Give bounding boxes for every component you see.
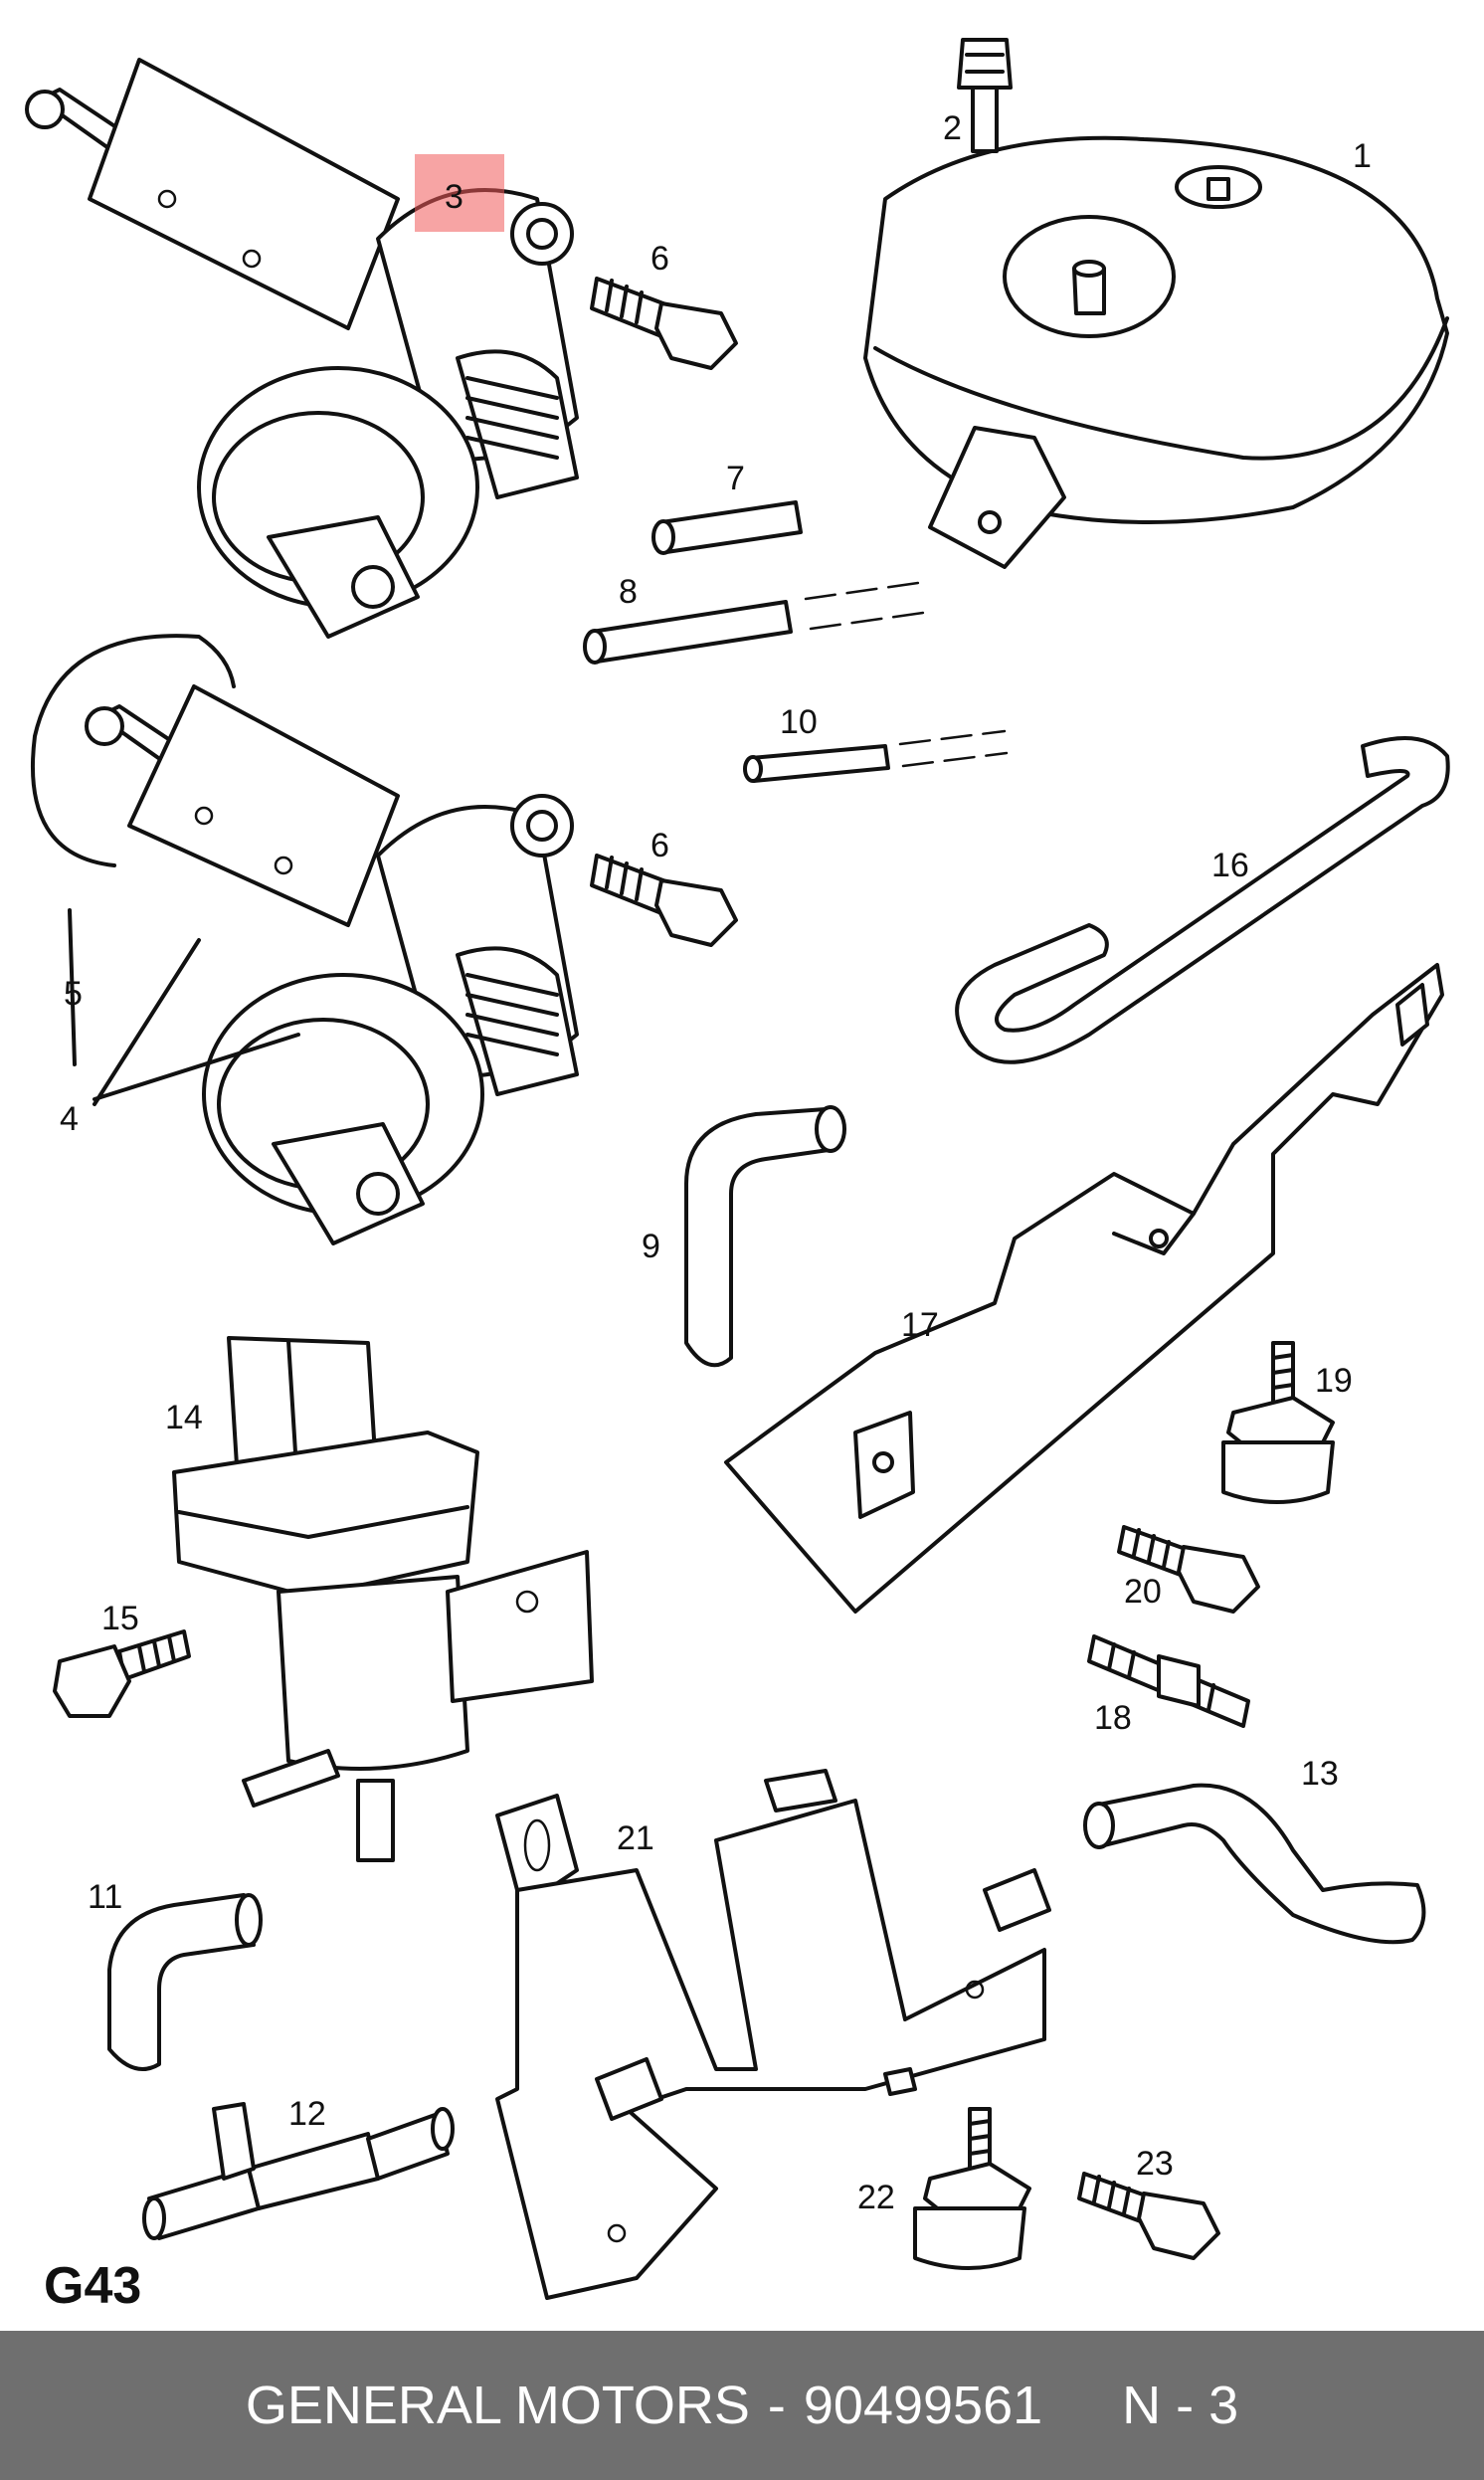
part-11-hose bbox=[107, 1893, 263, 2071]
callout-22: 22 bbox=[857, 2179, 895, 2216]
page-code: G43 bbox=[44, 2257, 142, 2315]
part-8-hose bbox=[583, 580, 932, 665]
part-3-valve bbox=[25, 58, 579, 639]
parts-diagram bbox=[25, 38, 1450, 2300]
footer-reference: N - 3 bbox=[1122, 2376, 1239, 2435]
footer-separator: - bbox=[767, 2376, 786, 2435]
footer-brand: GENERAL MOTORS bbox=[245, 2376, 750, 2435]
part-22-mount bbox=[913, 2107, 1031, 2270]
part-6-bolt-middle bbox=[590, 854, 738, 947]
part-17-bracket bbox=[724, 963, 1444, 1614]
callout-13: 13 bbox=[1301, 1755, 1339, 1793]
part-1-reservoir bbox=[863, 135, 1449, 569]
callout-6-top: 6 bbox=[650, 240, 669, 278]
callout-1: 1 bbox=[1353, 137, 1372, 175]
part-15-bolt bbox=[53, 1629, 191, 1718]
part-14-solenoid bbox=[172, 1336, 594, 1862]
callout-5: 5 bbox=[64, 975, 83, 1013]
callout-12: 12 bbox=[288, 2095, 326, 2133]
part-4-valve bbox=[85, 684, 579, 1245]
callout-11: 11 bbox=[88, 1878, 123, 1916]
part-18-stud bbox=[1087, 1634, 1250, 1728]
highlighted-part-marker bbox=[415, 154, 504, 232]
callout-23: 23 bbox=[1136, 2145, 1174, 2183]
callout-7: 7 bbox=[726, 460, 745, 497]
part-13-hose bbox=[1083, 1783, 1426, 1945]
part-2-bolt bbox=[957, 38, 1013, 153]
part-7-hose bbox=[651, 500, 803, 555]
callout-4-upper: 4 bbox=[60, 1100, 79, 1138]
part-10-hose bbox=[743, 729, 1009, 783]
callout-6-middle: 6 bbox=[650, 827, 669, 864]
callout-15: 15 bbox=[101, 1600, 139, 1637]
callout-17: 17 bbox=[901, 1306, 939, 1344]
callout-16: 16 bbox=[1211, 847, 1249, 884]
part-12-connector bbox=[142, 2102, 455, 2240]
callout-3: 3 bbox=[445, 178, 464, 216]
part-23-bolt bbox=[1077, 2172, 1220, 2260]
part-16-pipe bbox=[955, 736, 1450, 1064]
callout-8: 8 bbox=[619, 573, 638, 611]
part-21-bracket bbox=[495, 1769, 1051, 2300]
diagram-area: 3 1 2 4 5 6 6 7 8 9 10 11 12 13 14 15 16… bbox=[25, 38, 1450, 2315]
callout-18: 18 bbox=[1094, 1699, 1132, 1737]
part-5-seal-ring bbox=[30, 634, 236, 1066]
callout-9: 9 bbox=[642, 1228, 660, 1265]
part-20-bolt bbox=[1117, 1525, 1260, 1614]
part-9-hose bbox=[684, 1105, 846, 1368]
callout-2: 2 bbox=[943, 109, 962, 147]
callout-21: 21 bbox=[617, 1819, 654, 1857]
part-19-mount bbox=[1221, 1341, 1335, 1504]
footer-bar: GENERAL MOTORS-90499561 N - 3 bbox=[0, 2331, 1484, 2480]
callout-10: 10 bbox=[780, 703, 818, 741]
footer-part-number: 90499561 bbox=[803, 2376, 1043, 2435]
part-6-bolt-top bbox=[590, 277, 738, 370]
callout-20: 20 bbox=[1124, 1573, 1162, 1611]
callout-14: 14 bbox=[165, 1399, 203, 1436]
callout-19: 19 bbox=[1315, 1362, 1353, 1400]
